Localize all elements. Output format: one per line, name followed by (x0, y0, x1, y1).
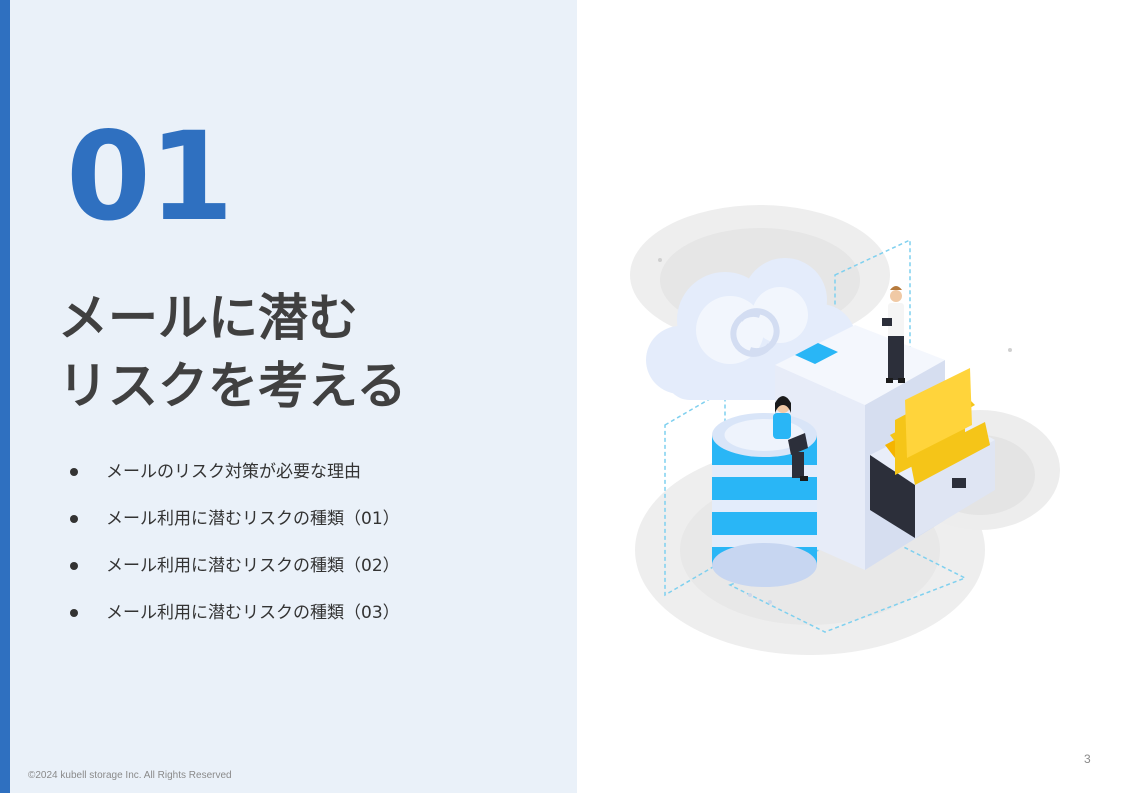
slide-title-line-2: リスクを考える (58, 357, 407, 415)
bullet-icon (70, 515, 78, 523)
agenda-item-text: メール利用に潜むリスクの種類（03） (106, 603, 400, 623)
copyright-text: ©2024 kubell storage Inc. All Rights Res… (28, 770, 232, 781)
bullet-icon (70, 562, 78, 570)
bullet-icon (70, 609, 78, 617)
section-number: 01 (66, 106, 234, 248)
slide-title-line-1: メールに潜む (58, 289, 358, 347)
agenda-item: メールのリスク対策が必要な理由 (70, 458, 400, 505)
bullet-icon (70, 468, 78, 476)
agenda-item: メール利用に潜むリスクの種類（02） (70, 552, 400, 599)
slide-title: メールに潜む リスクを考える (58, 284, 558, 420)
agenda-item: メール利用に潜むリスクの種類（03） (70, 599, 400, 646)
agenda-list: メールのリスク対策が必要な理由 メール利用に潜むリスクの種類（01） メール利用… (70, 458, 400, 646)
page-number: 3 (1084, 752, 1091, 766)
agenda-item-text: メール利用に潜むリスクの種類（01） (106, 509, 400, 529)
agenda-item-text: メール利用に潜むリスクの種類（02） (106, 556, 400, 576)
left-panel (0, 0, 577, 793)
cloud-storage-illustration-icon (630, 205, 1060, 655)
agenda-item: メール利用に潜むリスクの種類（01） (70, 505, 400, 552)
agenda-item-text: メールのリスク対策が必要な理由 (106, 462, 361, 482)
accent-bar (0, 0, 10, 793)
